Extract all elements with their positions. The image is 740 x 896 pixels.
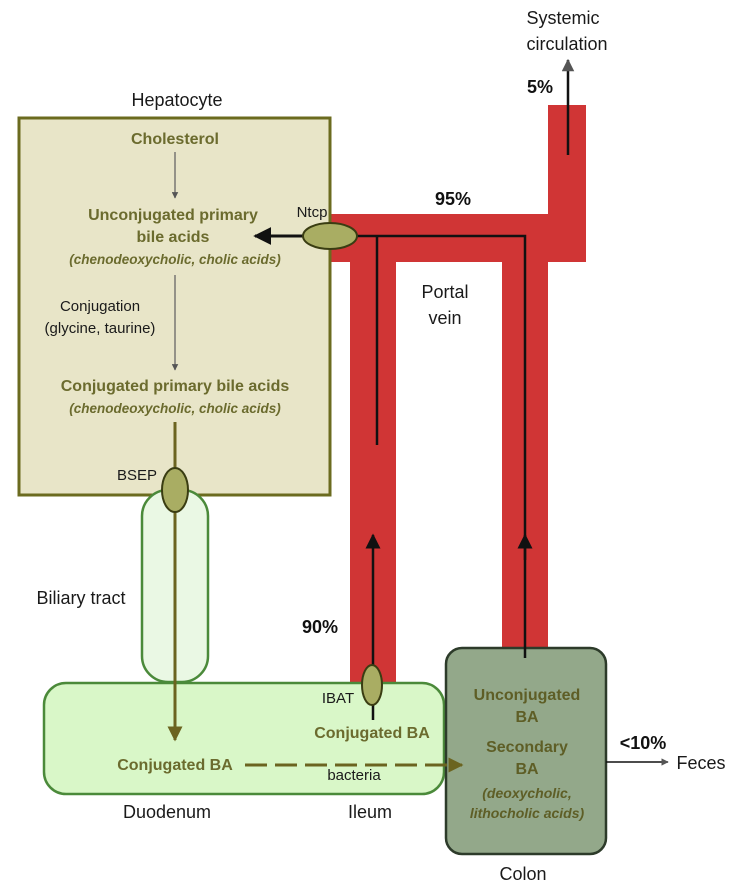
unconj-primary-label-3: (chenodeoxycholic, cholic acids) [69, 252, 281, 267]
portal-vein-label-1: Portal [421, 282, 468, 302]
colon-text-3: Secondary [486, 739, 568, 756]
biliary-tract-label: Biliary tract [36, 588, 125, 608]
feces-label: Feces [676, 753, 725, 773]
ibat-transporter [361, 664, 383, 706]
bsep-label: BSEP [117, 467, 157, 484]
conj-primary-label-2: (chenodeoxycholic, cholic acids) [69, 401, 281, 416]
ibat-label: IBAT [322, 690, 354, 707]
conj-ba-duodenum-label: Conjugated BA [117, 757, 233, 774]
systemic-label-2: circulation [526, 34, 607, 54]
pct-5: 5% [527, 77, 553, 97]
pct-95: 95% [435, 189, 471, 209]
colon-text-6: lithocholic acids) [470, 805, 585, 821]
pct-less-than-10: <10% [620, 733, 667, 753]
bacteria-label: bacteria [327, 767, 381, 784]
portal-flow-lines [253, 58, 669, 766]
ileum-label: Ileum [348, 802, 392, 822]
conjugation-label-1: Conjugation [60, 298, 140, 315]
colon-text-2: BA [515, 709, 539, 726]
ntcp-label: Ntcp [297, 204, 328, 221]
conjugation-label-2: (glycine, taurine) [45, 320, 156, 337]
conj-ba-ileum-label: Conjugated BA [314, 725, 430, 742]
systemic-label-1: Systemic [526, 8, 599, 28]
ntcp-transporter [302, 222, 358, 250]
colon-text-1: Unconjugated [474, 687, 581, 704]
colon-label: Colon [499, 864, 546, 884]
cholesterol-label: Cholesterol [131, 131, 219, 148]
hepatocyte-label: Hepatocyte [131, 90, 222, 110]
duodenum-label: Duodenum [123, 802, 211, 822]
portal-vein-label-2: vein [428, 308, 461, 328]
unconj-primary-label-1: Unconjugated primary [88, 207, 258, 224]
colon-text-5: (deoxycholic, [482, 785, 571, 801]
pct-90: 90% [302, 617, 338, 637]
unconj-primary-label-2: bile acids [137, 229, 210, 246]
conj-primary-label-1: Conjugated primary bile acids [61, 378, 290, 395]
colon-text-4: BA [515, 761, 539, 778]
bsep-transporter [161, 467, 189, 513]
